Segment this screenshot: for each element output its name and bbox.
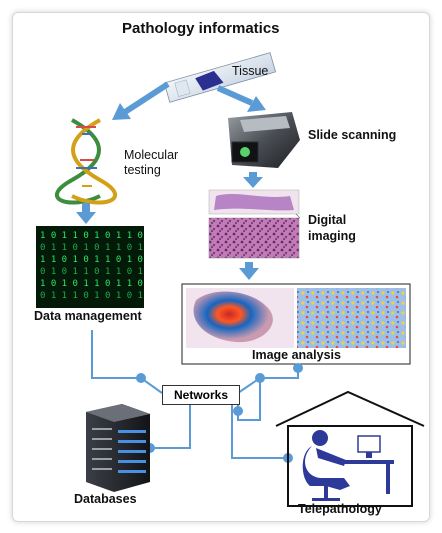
arrow-to-molecular [112,81,170,120]
slide-scanner-icon [228,112,300,168]
digital-imaging-label: Digital imaging [308,212,356,244]
network-node-dot [293,363,303,373]
arrow-to-image-analysis [239,262,259,280]
network-connections [91,330,299,459]
person-at-desk-icon [302,430,394,501]
arrow-to-digital-imaging [243,172,263,188]
svg-text:1 1 0 1 0 1 1 0 1 0: 1 1 0 1 0 1 1 0 1 0 [40,255,143,265]
cell-detection-image [297,288,406,348]
networks-label: Networks [162,385,240,405]
molecular-testing-line1: Molecular [124,148,179,162]
network-node-dot [255,373,265,383]
databases-label: Databases [74,492,137,506]
molecular-testing-line2: testing [124,163,161,177]
arrow-to-data-management [76,203,96,224]
telepathology-house-icon [275,390,425,507]
data-management-label: Data management [34,309,142,323]
molecular-testing-label: Molecular testing [124,148,178,178]
digital-imaging-line2: imaging [308,229,356,243]
tissue-slide [163,52,277,103]
network-node-dot [136,373,146,383]
svg-text:1 0 1 1 0 1 0 1 1 0: 1 0 1 1 0 1 0 1 1 0 [40,231,143,241]
dna-helix-icon [55,118,117,205]
svg-text:0 1 0 1 1 0 1 1 0 1: 0 1 0 1 1 0 1 1 0 1 [40,267,143,277]
network-node-dot [233,406,243,416]
svg-text:0 1 1 1 0 1 0 1 0 1: 0 1 1 1 0 1 0 1 0 1 [40,291,143,301]
image-analysis-label: Image analysis [252,348,341,362]
svg-text:0 1 1 0 1 0 1 1 0 1: 0 1 1 0 1 0 1 1 0 1 [40,243,143,253]
svg-text:1 0 1 0 1 1 0 1 1 0: 1 0 1 0 1 1 0 1 1 0 [40,279,143,289]
digital-slide-image [208,189,301,259]
tissue-section-shape [195,70,224,91]
server-rack-icon [86,404,150,492]
tissue-label: Tissue [232,64,269,78]
slide-scanning-label: Slide scanning [308,128,397,142]
image-analysis-panel [181,283,411,365]
heatmap-tissue-shape [193,291,273,343]
diagram-title: Pathology informatics [122,20,280,37]
digital-imaging-line1: Digital [308,213,347,227]
telepathology-label: Telepathology [298,502,382,516]
data-matrix-image: 1 0 1 1 0 1 0 1 1 0 0 1 1 0 1 0 1 1 0 1 … [36,226,144,308]
arrow-to-scanner [216,85,266,112]
